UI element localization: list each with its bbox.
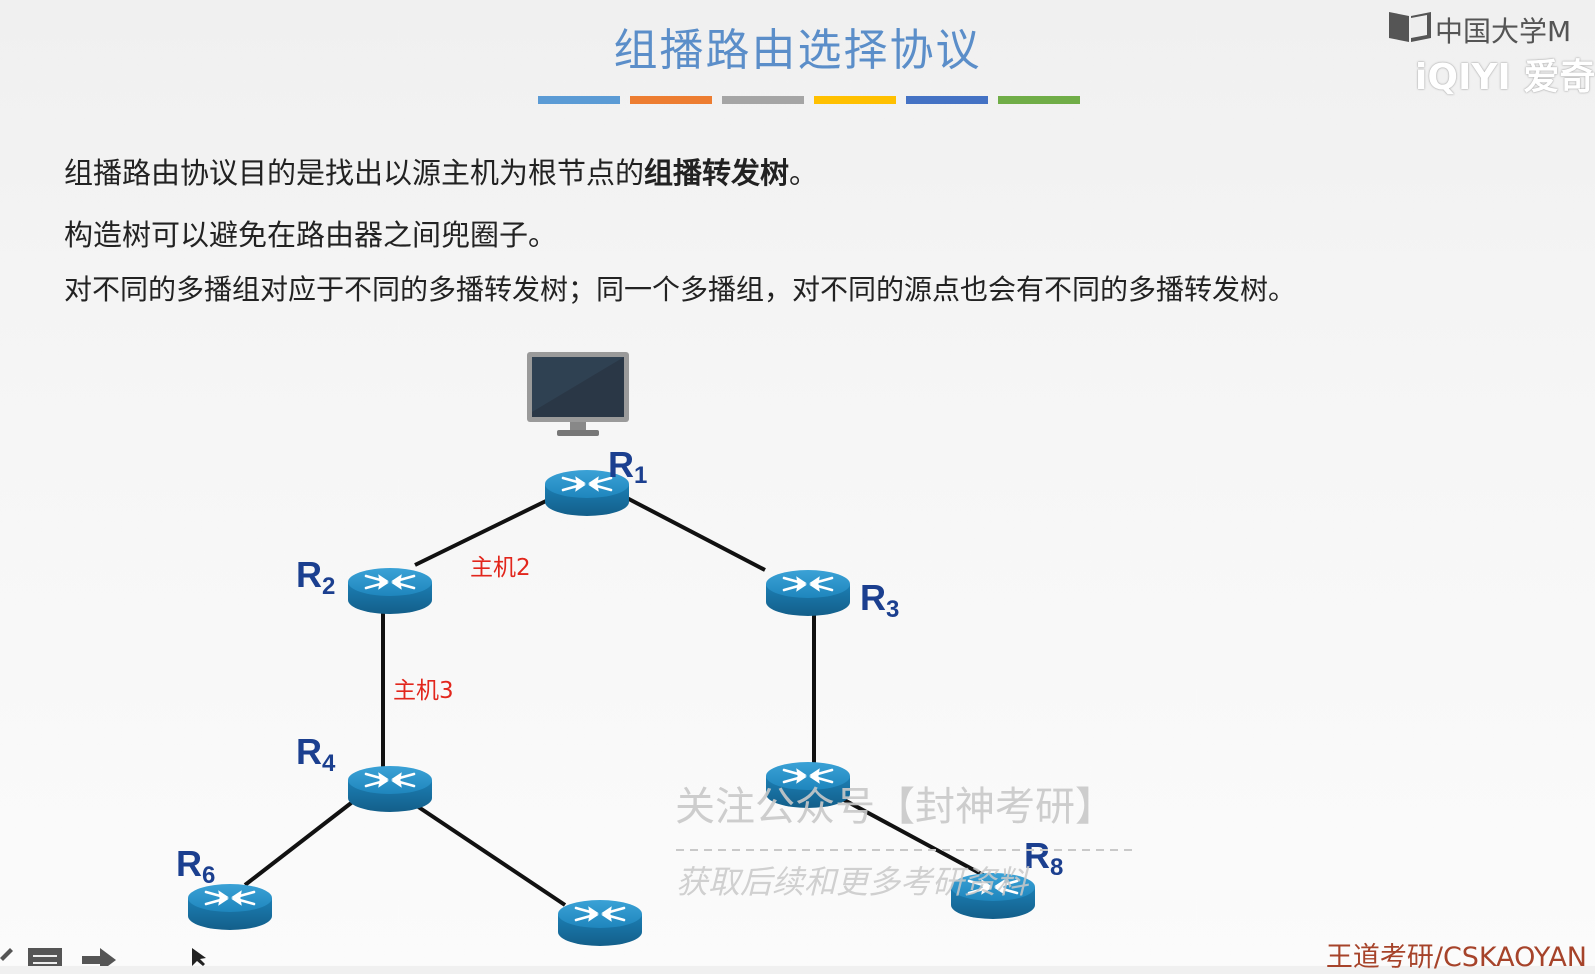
pen-icon[interactable] — [0, 948, 13, 961]
footer-credit: 王道考研/CSKAOYAN — [1325, 942, 1587, 973]
accent-bar-darkblue — [906, 96, 988, 104]
link-r1-r3 — [624, 495, 766, 572]
watermark-line-1: 关注公众号【封神考研】 — [675, 784, 1115, 830]
forward-icon[interactable] — [82, 948, 116, 966]
link-r1-r2 — [414, 498, 549, 567]
slide-title: 组播路由选择协议 — [613, 25, 982, 76]
router-r7-icon — [556, 898, 644, 948]
router-label-r8: R8 — [1024, 835, 1063, 881]
router-label-r6: R6 — [176, 843, 215, 889]
paragraph-1-end: 。 — [789, 156, 819, 190]
platform-logo: 中国大学M iQIYI 爱奇 — [1385, 4, 1595, 98]
accent-bar-orange — [630, 96, 712, 104]
mouse-cursor-icon — [192, 948, 206, 966]
watermark-line-2: 获取后续和更多考研资料 — [676, 863, 1030, 901]
paragraph-1-text: 组播路由协议目的是找出以源主机为根节点的 — [64, 156, 645, 190]
accent-bar-blue — [538, 96, 620, 104]
accent-bar-green — [998, 96, 1080, 104]
router-label-r2: R2 — [296, 554, 335, 600]
router-label-r1: R1 — [608, 444, 647, 489]
diagram-links — [243, 495, 986, 907]
paragraph-2: 构造树可以避免在路由器之间兜圈子。 — [64, 218, 558, 252]
paragraph-1: 组播路由协议目的是找出以源主机为根节点的组播转发树。 — [64, 150, 818, 192]
host-label-2: 主机2 — [470, 555, 531, 581]
player-controls — [0, 948, 206, 966]
logo-text-mooc: 中国大学M — [1435, 15, 1572, 48]
accent-bar-gray — [722, 96, 804, 104]
logo-text-iqiyi: iQIYI 爱奇 — [1415, 57, 1595, 98]
host-label-3: 主机3 — [393, 678, 454, 704]
router-r2-icon — [346, 566, 434, 616]
router-label-r3: R3 — [860, 577, 899, 623]
paragraph-3: 对不同的多播组对应于不同的多播转发树；同一个多播组，对不同的源点也会有不同的多播… — [64, 273, 1297, 306]
book-logo-icon — [1389, 12, 1431, 42]
notes-icon[interactable] — [28, 948, 62, 966]
source-host-monitor-icon — [527, 352, 629, 436]
router-r6-icon — [186, 882, 274, 932]
paragraph-1-bold: 组播转发树 — [644, 156, 790, 190]
accent-bar-yellow — [814, 96, 896, 104]
link-r4-r6 — [243, 798, 357, 887]
router-r4-icon — [346, 764, 434, 814]
link-r5-r8 — [834, 793, 986, 878]
link-r4-r7 — [406, 798, 567, 907]
router-label-r4: R4 — [296, 731, 336, 777]
router-r3-icon — [764, 568, 852, 618]
